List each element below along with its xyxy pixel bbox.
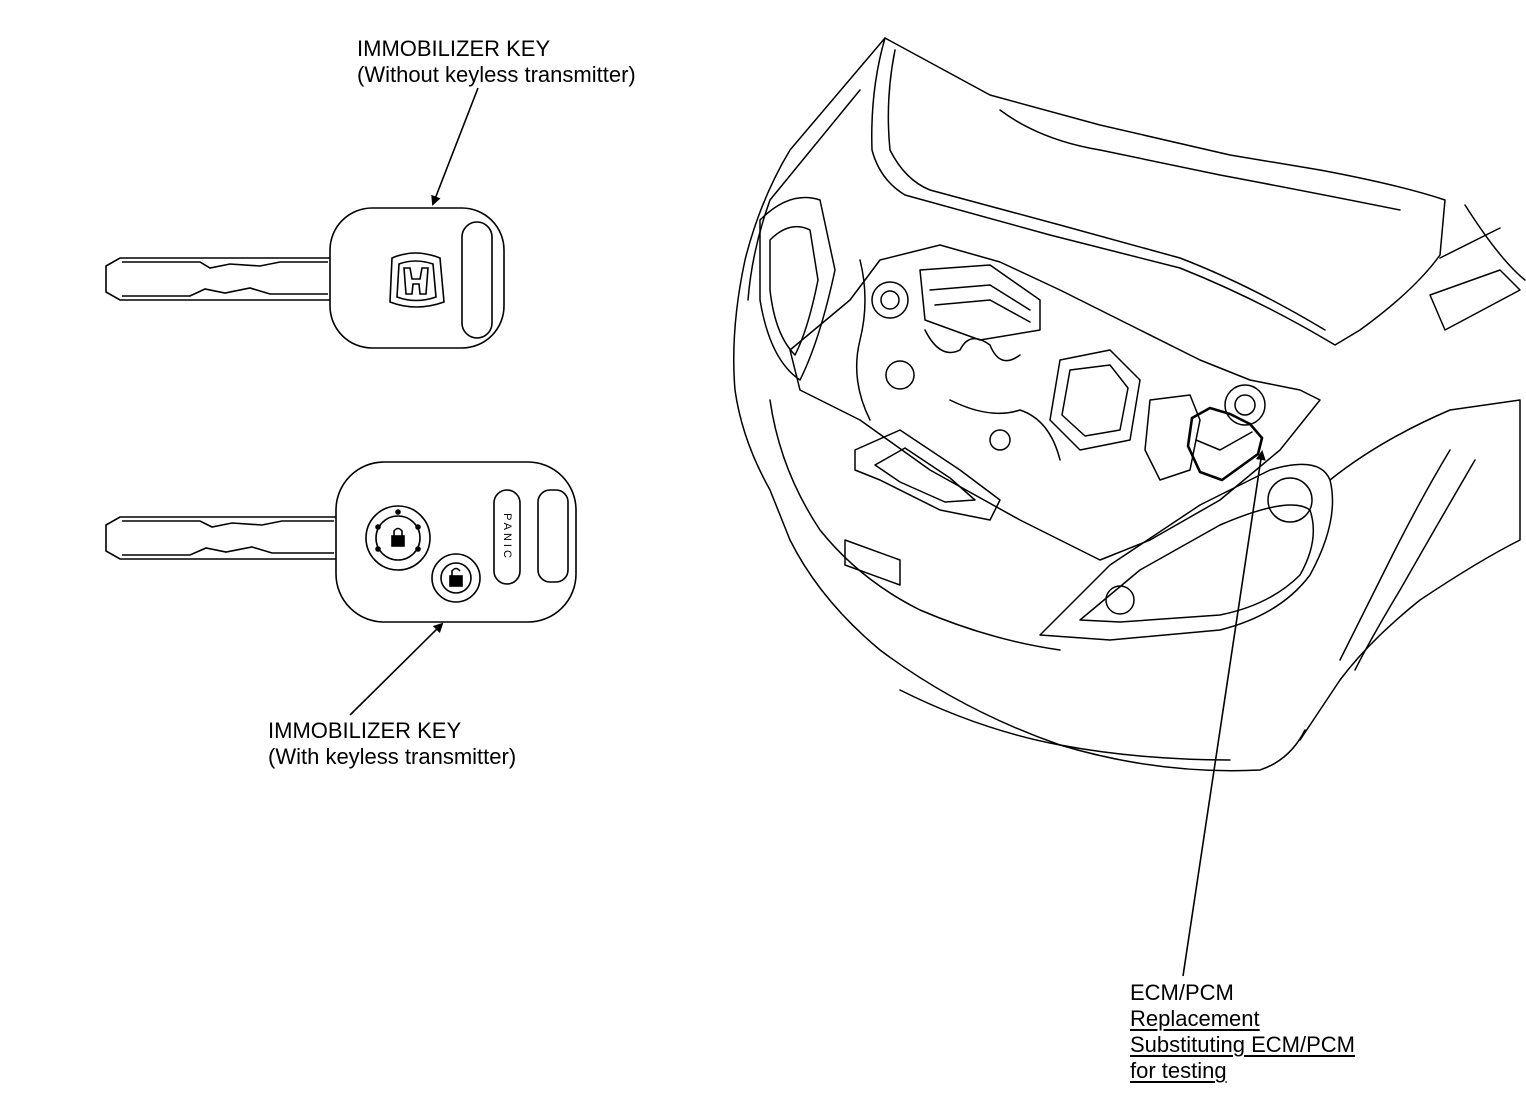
car-right-headlight <box>1039 463 1334 641</box>
key-head-slot <box>461 221 493 339</box>
car-bumper <box>769 399 1061 651</box>
key-head <box>329 207 505 349</box>
immobilizer-key-without-transmitter <box>105 207 505 349</box>
label-key-with-title: IMMOBILIZER KEY <box>268 718 462 743</box>
car-fog-light <box>844 539 901 586</box>
key-head-2 <box>335 461 577 623</box>
leader-ecm-pcm <box>1182 450 1266 977</box>
key-blade <box>105 257 330 301</box>
car-front-hood-open <box>733 37 1526 772</box>
car-engine-bay <box>789 244 1321 561</box>
label-key-without-title: IMMOBILIZER KEY <box>357 36 551 61</box>
label-immobilizer-key-with-transmitter: IMMOBILIZER KEY (With keyless transmitte… <box>268 718 516 770</box>
label-ecm-pcm: ECM/PCM Replacement Substituting ECM/PCM… <box>1130 980 1355 1084</box>
label-immobilizer-key-without-transmitter: IMMOBILIZER KEY (Without keyless transmi… <box>357 36 636 88</box>
immobilizer-key-with-transmitter: PANIC <box>105 461 577 623</box>
link-replacement[interactable]: Replacement <box>1130 1006 1260 1031</box>
honda-logo-icon <box>389 252 445 308</box>
label-key-without-subtitle: (Without keyless transmitter) <box>357 62 636 87</box>
ecm-pcm-unit <box>1186 406 1264 482</box>
panic-label: PANIC <box>501 513 513 561</box>
car-left-fender <box>733 37 1306 772</box>
panic-button[interactable]: PANIC <box>493 489 521 585</box>
link-for-testing[interactable]: for testing <box>1130 1058 1227 1083</box>
car-left-headlight <box>759 196 836 381</box>
lock-icon <box>391 527 405 547</box>
car-grille <box>854 429 1001 521</box>
key-head-slot-2 <box>537 489 569 583</box>
leader-key-without <box>431 87 479 206</box>
label-key-with-subtitle: (With keyless transmitter) <box>268 744 517 769</box>
car-right-fender <box>1299 399 1521 741</box>
key-blade-2 <box>105 516 336 560</box>
unlock-icon <box>449 567 463 587</box>
unlock-button[interactable] <box>431 553 481 603</box>
leader-key-with <box>349 622 444 716</box>
link-substituting-ecm-pcm[interactable]: Substituting ECM/PCM <box>1130 1032 1355 1057</box>
car-hood <box>871 37 1446 346</box>
lock-button[interactable] <box>365 505 431 571</box>
label-ecm-pcm-title: ECM/PCM <box>1130 980 1234 1005</box>
